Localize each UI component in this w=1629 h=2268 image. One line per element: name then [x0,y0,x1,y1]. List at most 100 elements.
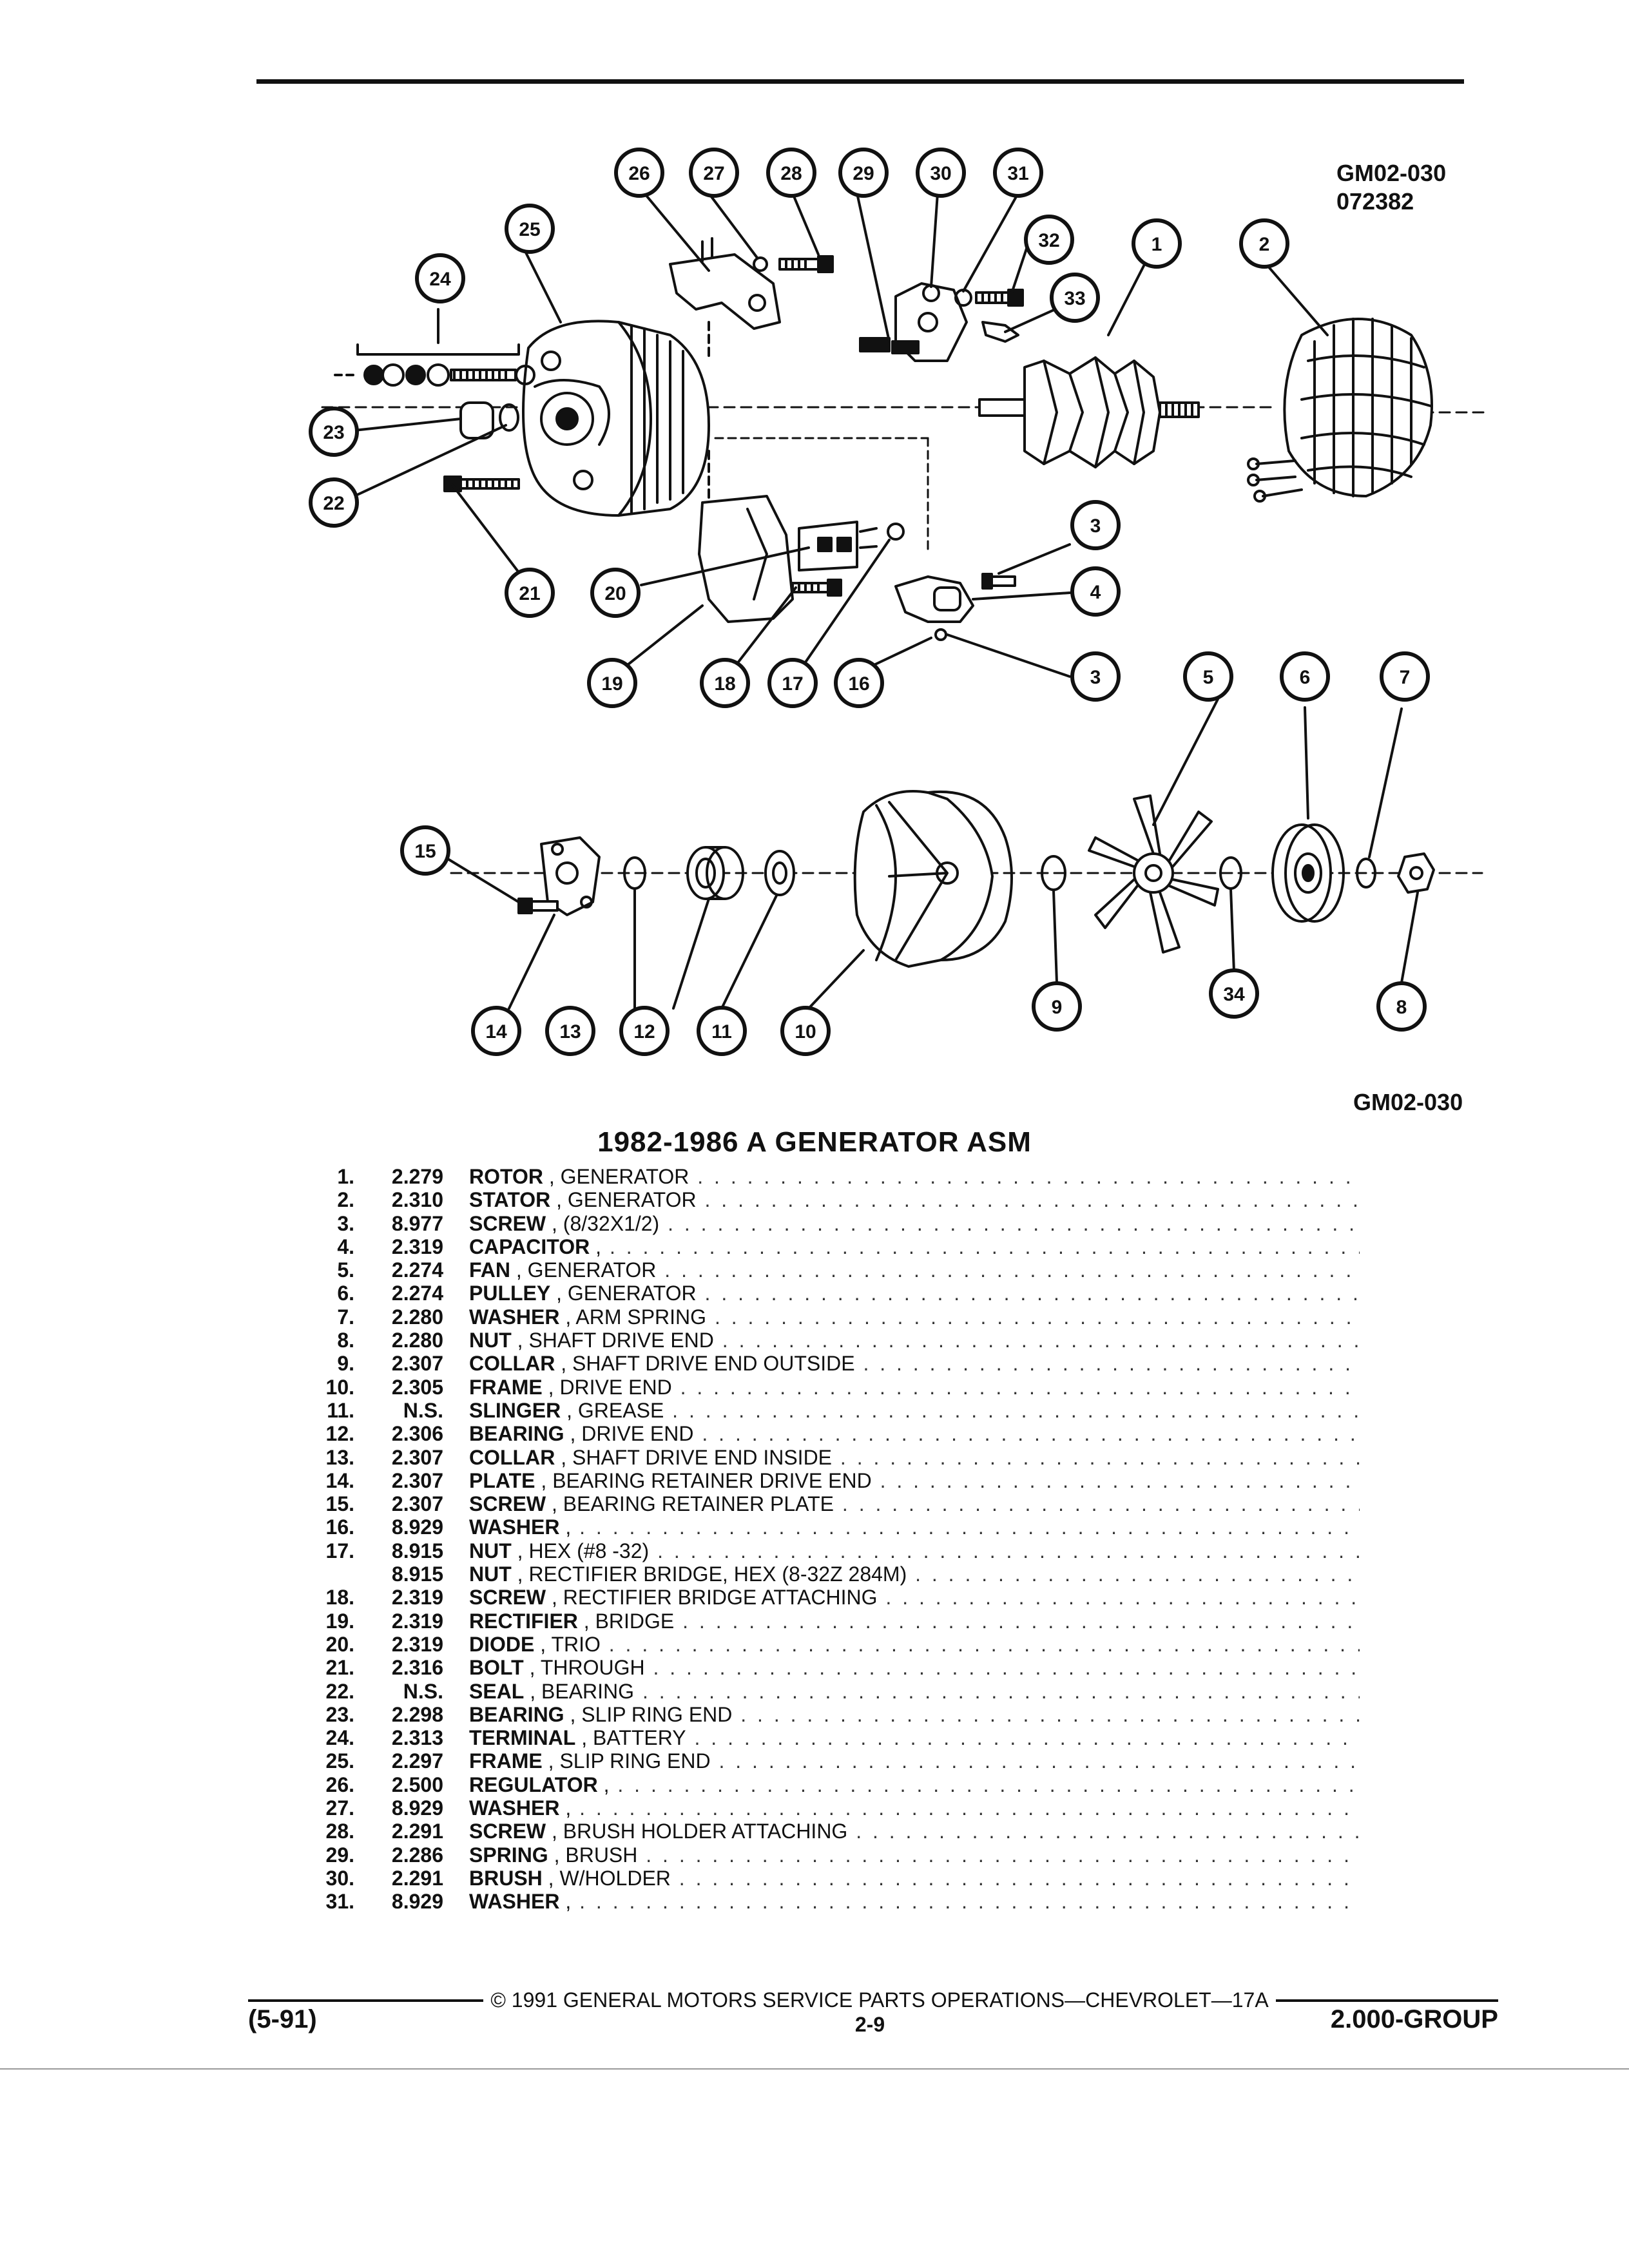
dot-leader: . . . . . . . . . . . . . . . . . . . . … [704,1188,1360,1212]
part-description: FAN , GENERATOR . . . . . . . . . . . . … [469,1258,1360,1282]
part-detail: , DRIVE END [548,1375,672,1399]
svg-text:23: 23 [323,422,344,443]
callout-3-lower: 3 [1070,651,1121,702]
grease-slinger-drawing [764,850,795,896]
group-number: 2.307 [391,1468,443,1492]
part-number: 6. [337,1282,354,1305]
part-number: 11. [327,1398,354,1422]
part-number: 19. [325,1609,354,1633]
svg-text:18: 18 [714,673,735,695]
part-detail: , GENERATOR [556,1188,697,1212]
dot-leader: . . . . . . . . . . . . . . . . . . . . … [653,1656,1360,1680]
bearing-seal-drawing [499,403,519,432]
part-name: REGULATOR [469,1773,598,1796]
dot-leader: . . . . . . . . . . . . . . . . . . . . … [915,1562,1360,1586]
part-detail: , GENERATOR [516,1258,657,1282]
part-number: 25. [325,1749,354,1773]
part-detail: , (8/32X1/2) [552,1211,660,1235]
part-detail: , BEARING RETAINER PLATE [552,1492,834,1516]
group-number: 8.929 [391,1515,443,1539]
dot-leader: . . . . . . . . . . . . . . . . . . . . … [579,1515,1360,1539]
part-description: SPRING , BRUSH . . . . . . . . . . . . .… [469,1843,1360,1867]
bottom-rule [0,2068,1629,2070]
group-number: 2.286 [391,1843,443,1867]
callout-19: 19 [587,658,637,708]
group-number: 2.274 [391,1258,443,1282]
svg-text:1: 1 [1152,234,1162,255]
regulator-washer-drawing [753,256,768,272]
callout-6: 6 [1280,651,1330,702]
part-description: COLLAR , SHAFT DRIVE END OUTSIDE . . . .… [469,1352,1360,1375]
capacitor-washer-drawing [934,628,947,641]
svg-text:8: 8 [1396,997,1407,1018]
part-detail: , RECTIFIER BRIDGE, HEX (8-32Z 284M) [517,1562,907,1586]
part-name: NUT [469,1539,512,1562]
part-detail: , SHAFT DRIVE END OUTSIDE [561,1352,855,1376]
part-number: 27. [325,1796,354,1820]
part-name: DIODE [469,1632,535,1656]
part-name: STATOR [469,1188,551,1212]
dot-leader: . . . . . . . . . . . . . . . . . . . . … [664,1258,1360,1282]
group-number: 8.915 [391,1539,443,1562]
footer-rule-right [1276,1999,1498,2002]
part-number: 29. [325,1843,354,1867]
part-description: DIODE , TRIO . . . . . . . . . . . . . .… [469,1633,1360,1656]
part-description: SCREW , (8/32X1/2) . . . . . . . . . . .… [469,1212,1360,1235]
part-detail: , BRIDGE [583,1609,675,1633]
callout-31: 31 [993,148,1043,198]
part-number: 23. [325,1702,354,1726]
part-description: BOLT , THROUGH . . . . . . . . . . . . .… [469,1656,1360,1679]
group-number: 2.274 [391,1282,443,1305]
callout-1: 1 [1132,218,1182,269]
part-detail: , GENERATOR [556,1282,697,1305]
part-detail: , [565,1890,572,1914]
stator-drawing [1247,318,1433,503]
callout-25: 25 [505,204,555,254]
drive-end-bearing-drawing [686,846,744,900]
callout-26: 26 [614,148,664,198]
part-name: COLLAR [469,1445,555,1469]
dot-leader: . . . . . . . . . . . . . . . . . . . . … [880,1468,1360,1492]
dot-leader: . . . . . . . . . . . . . . . . . . . . … [863,1352,1360,1376]
svg-text:29: 29 [853,163,874,184]
dot-leader: . . . . . . . . . . . . . . . . . . . . … [608,1632,1360,1656]
part-name: FRAME [469,1749,543,1773]
exploded-view-diagram: 1 2 3 3 4 5 6 7 8 9 10 11 12 13 14 15 16… [309,148,1490,1056]
svg-text:31: 31 [1007,163,1028,184]
part-number: 15. [325,1492,354,1516]
part-name: NUT [469,1329,512,1352]
rectifier-screw-drawing [791,579,842,597]
svg-text:9: 9 [1052,997,1063,1018]
part-detail: , [565,1796,572,1820]
part-name: SCREW [469,1820,546,1843]
group-number: 2.319 [391,1632,443,1656]
callout-29: 29 [838,148,889,198]
group-number: 2.319 [391,1609,443,1633]
pulley-drawing [1271,823,1345,923]
group-number: 8.977 [391,1211,443,1235]
group-number: 2.316 [391,1656,443,1680]
drive-end-frame-drawing [853,790,1013,968]
part-number: 10. [325,1375,354,1399]
part-name: WASHER [469,1890,560,1914]
part-description: ROTOR , GENERATOR . . . . . . . . . . . … [469,1165,1360,1188]
part-number: 14. [325,1468,354,1492]
dot-leader: . . . . . . . . . . . . . . . . . . . . … [672,1398,1360,1422]
part-name: CAPACITOR [469,1235,590,1258]
part-number: 18. [325,1586,354,1610]
part-description: TERMINAL , BATTERY . . . . . . . . . . .… [469,1726,1360,1749]
part-name: ROTOR [469,1165,543,1188]
part-name: BEARING [469,1702,564,1726]
brush-holder-screw-drawing [778,255,834,273]
callout-8: 8 [1376,981,1427,1032]
terminal-clip-drawing [981,321,1019,343]
part-description: SCREW , RECTIFIER BRIDGE ATTACHING . . .… [469,1586,1360,1609]
part-description: CAPACITOR , . . . . . . . . . . . . . . … [469,1235,1360,1258]
part-name: COLLAR [469,1352,555,1376]
